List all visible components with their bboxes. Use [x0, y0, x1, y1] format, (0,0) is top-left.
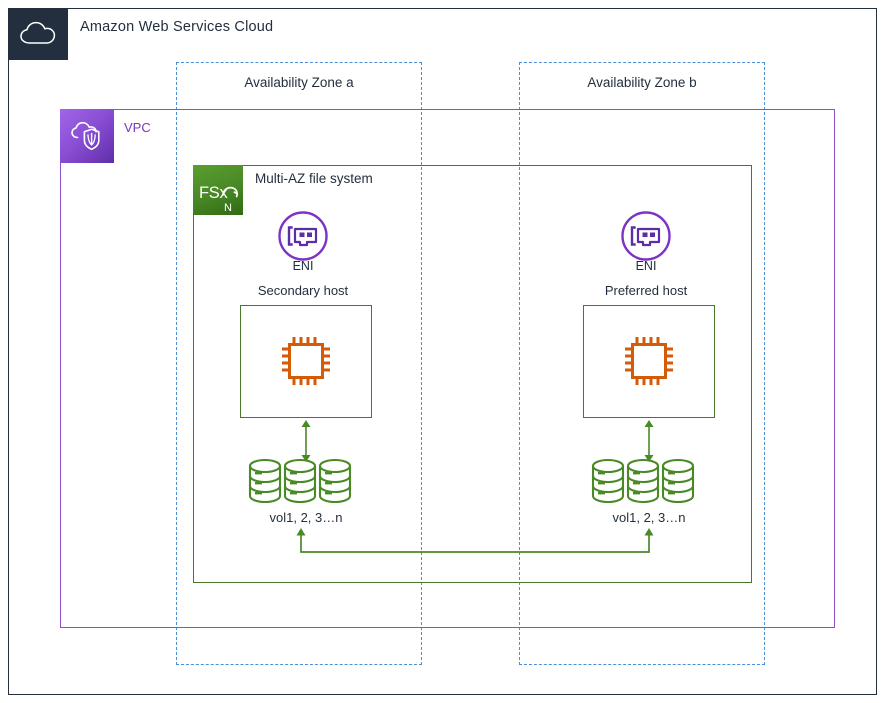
eni-label-b: ENI — [635, 259, 657, 273]
cpu-chip-icon-a — [278, 333, 334, 389]
storage-volumes-icon-a — [246, 455, 366, 507]
preferred-host-label: Preferred host — [604, 283, 688, 298]
aws-cloud-icon — [8, 8, 68, 60]
availability-zone-a-label: Availability Zone a — [244, 75, 354, 90]
storage-volumes-icon-b — [589, 455, 709, 507]
multi-az-file-system-title: Multi-AZ file system — [255, 171, 373, 186]
fsx-netapp-ontap-icon: FSx N — [193, 165, 243, 215]
availability-zone-b-boundary — [519, 62, 765, 665]
svg-text:FSx: FSx — [199, 184, 228, 202]
vpc-icon — [60, 109, 114, 163]
eni-network-interface-icon-a — [276, 209, 330, 263]
aws-cloud-title: Amazon Web Services Cloud — [80, 19, 274, 35]
volumes-label-b: vol1, 2, 3…n — [612, 510, 686, 525]
availability-zone-a-boundary — [176, 62, 422, 665]
vpc-label: VPC — [124, 120, 151, 135]
secondary-host-label: Secondary host — [257, 283, 349, 298]
eni-network-interface-icon-b — [619, 209, 673, 263]
secondary-host-box — [240, 305, 372, 418]
multi-az-file-system-boundary — [193, 165, 752, 583]
volumes-label-a: vol1, 2, 3…n — [269, 510, 343, 525]
eni-label-a: ENI — [292, 259, 314, 273]
svg-text:N: N — [224, 202, 232, 214]
vpc-boundary — [60, 109, 835, 628]
availability-zone-b-label: Availability Zone b — [587, 75, 697, 90]
host-volumes-arrow-a — [296, 419, 316, 463]
host-volumes-arrow-b — [639, 419, 659, 463]
cpu-chip-icon-b — [621, 333, 677, 389]
replication-connector — [295, 528, 655, 558]
preferred-host-box — [583, 305, 715, 418]
aws-cloud-boundary — [8, 8, 877, 695]
